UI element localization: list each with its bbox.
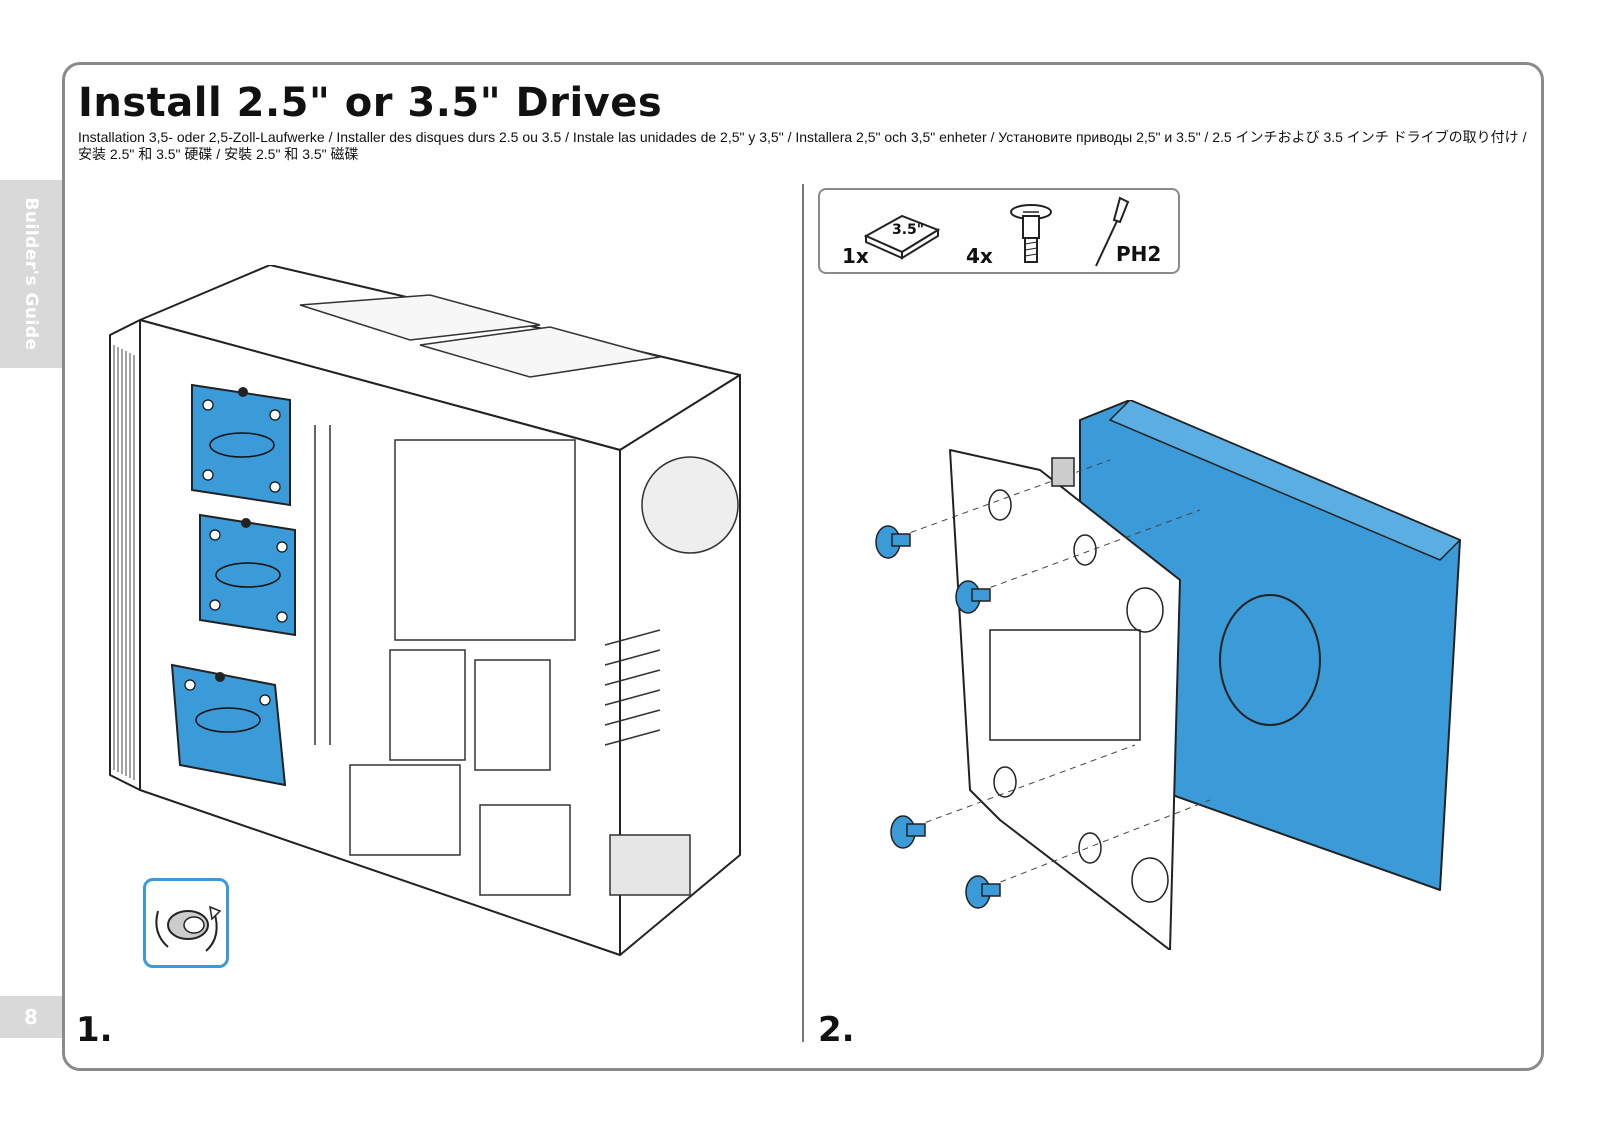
page-title: Install 2.5" or 3.5" Drives (78, 80, 663, 126)
page-subtitle-translations: Installation 3,5- oder 2,5-Zoll-Laufwerk… (78, 129, 1527, 162)
screwdriver-size-label: PH2 (1116, 242, 1162, 266)
screwdriver-icon (1095, 196, 1130, 267)
sidebar-section-tab: Builder's Guide (0, 180, 62, 368)
step-number-1: 1. (76, 1010, 113, 1050)
required-parts-box: 1x 3.5" 4x PH2 (818, 188, 1180, 274)
sidebar-section-label: Builder's Guide (21, 197, 41, 351)
thumbscrew-rotate-icon (155, 905, 222, 952)
step-divider (802, 184, 804, 1042)
page-frame (62, 62, 1544, 1071)
hdd-quantity: 1x (842, 244, 869, 268)
computer-case-illustration (109, 265, 741, 956)
screw-icon (1010, 204, 1052, 263)
page-number: 8 (0, 996, 62, 1038)
thumbscrew-detail-inset (143, 878, 229, 968)
step-number-2: 2. (818, 1010, 855, 1050)
drive-bracket-illustration (875, 400, 1462, 950)
hdd-size-label: 3.5" (892, 222, 925, 238)
screw-quantity: 4x (966, 244, 993, 268)
hard-drive-icon (863, 214, 941, 260)
